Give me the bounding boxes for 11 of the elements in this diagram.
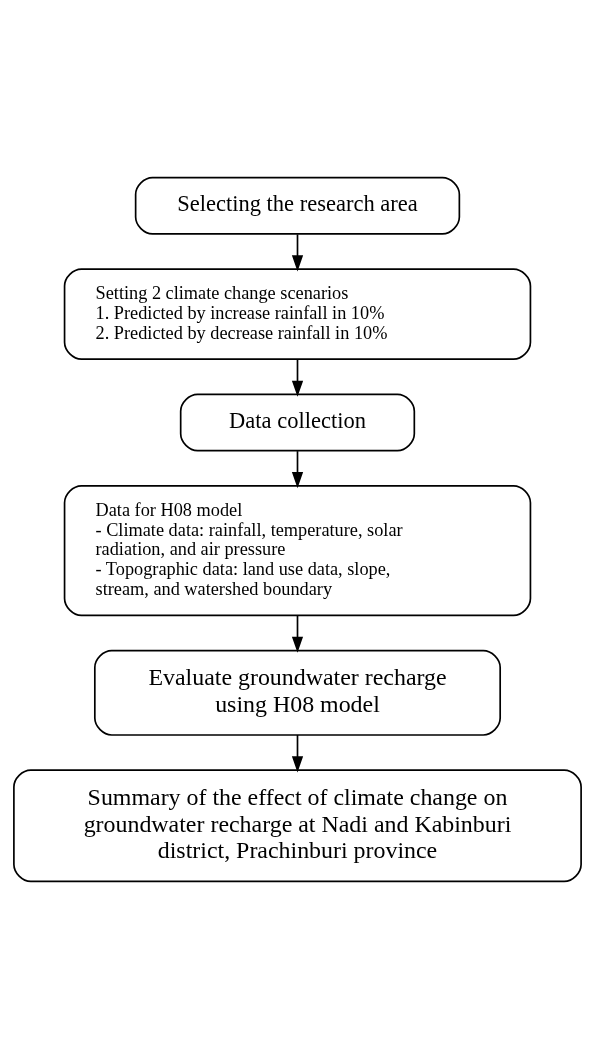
arrow	[291, 734, 304, 773]
node-box: Evaluate groundwater recharge using H08 model	[93, 649, 502, 736]
arrow	[291, 614, 304, 653]
arrow	[291, 358, 304, 397]
node-box: Setting 2 climate change scenarios 1. Predicted by increase rainfall in 10% 2. Predicted by decrease rainfall in 10%	[63, 268, 532, 361]
node-box: Summary of the effect of climate change on groundwater recharge at Nadi and Kabinburi district, Prachinburi province	[13, 769, 582, 883]
arrow	[291, 233, 304, 272]
node-box: Selecting the research area	[134, 176, 461, 235]
node-box: Data collection	[179, 393, 416, 452]
arrow	[291, 450, 304, 489]
node-box: Data for H08 model - Climate data: rainfall, temperature, solar radiation, and air pressure - Topographic data: land use data, slope, stream, and watershed boundary	[63, 485, 532, 617]
